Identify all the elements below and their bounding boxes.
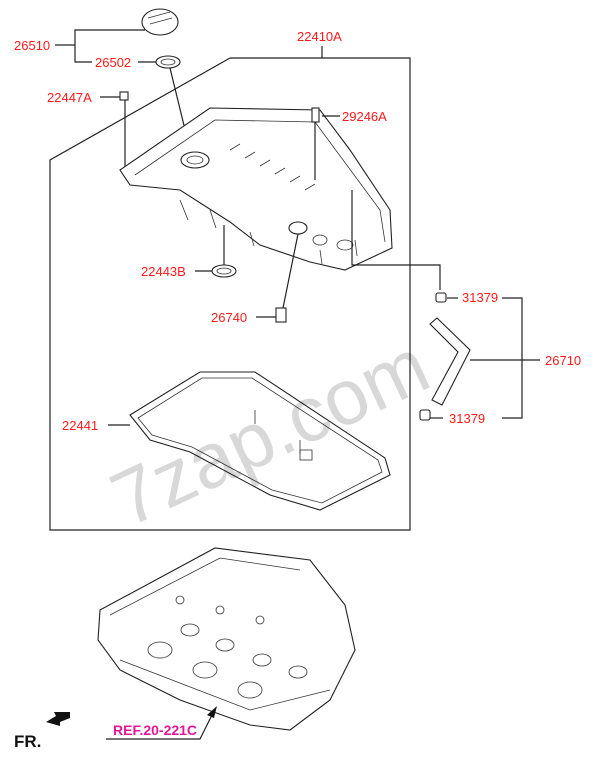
reference-link[interactable]: REF.20-221C <box>113 722 197 738</box>
cylinder-head <box>97 547 356 731</box>
label-22443B: 22443B <box>141 264 186 279</box>
label-26502: 26502 <box>95 55 131 70</box>
label-26510: 26510 <box>14 38 50 53</box>
label-22441: 22441 <box>62 418 98 433</box>
oil-filler-cap <box>141 8 179 36</box>
leader-breather <box>351 190 441 290</box>
reference-leader <box>106 706 217 740</box>
label-29246A: 29246A <box>342 109 387 124</box>
valve-cover <box>119 107 393 271</box>
front-arrow-icon <box>46 712 70 726</box>
label-26710: 26710 <box>545 353 581 368</box>
assembly-box <box>49 46 411 531</box>
label-26740: 26740 <box>211 310 247 325</box>
label-31379-top: 31379 <box>462 290 498 305</box>
label-22447A: 22447A <box>47 90 92 105</box>
pcv-valve-26740 <box>256 233 299 323</box>
seal-22443B <box>195 225 237 278</box>
breather-hose-26710 <box>419 292 540 421</box>
leader-26510 <box>74 29 145 63</box>
label-22410A: 22410A <box>297 29 342 44</box>
label-31379-bottom: 31379 <box>449 411 485 426</box>
gasket-22441 <box>108 371 391 511</box>
sensor-29246A <box>311 107 340 180</box>
front-label: FR. <box>14 732 41 751</box>
bolt-22447A <box>100 91 129 170</box>
